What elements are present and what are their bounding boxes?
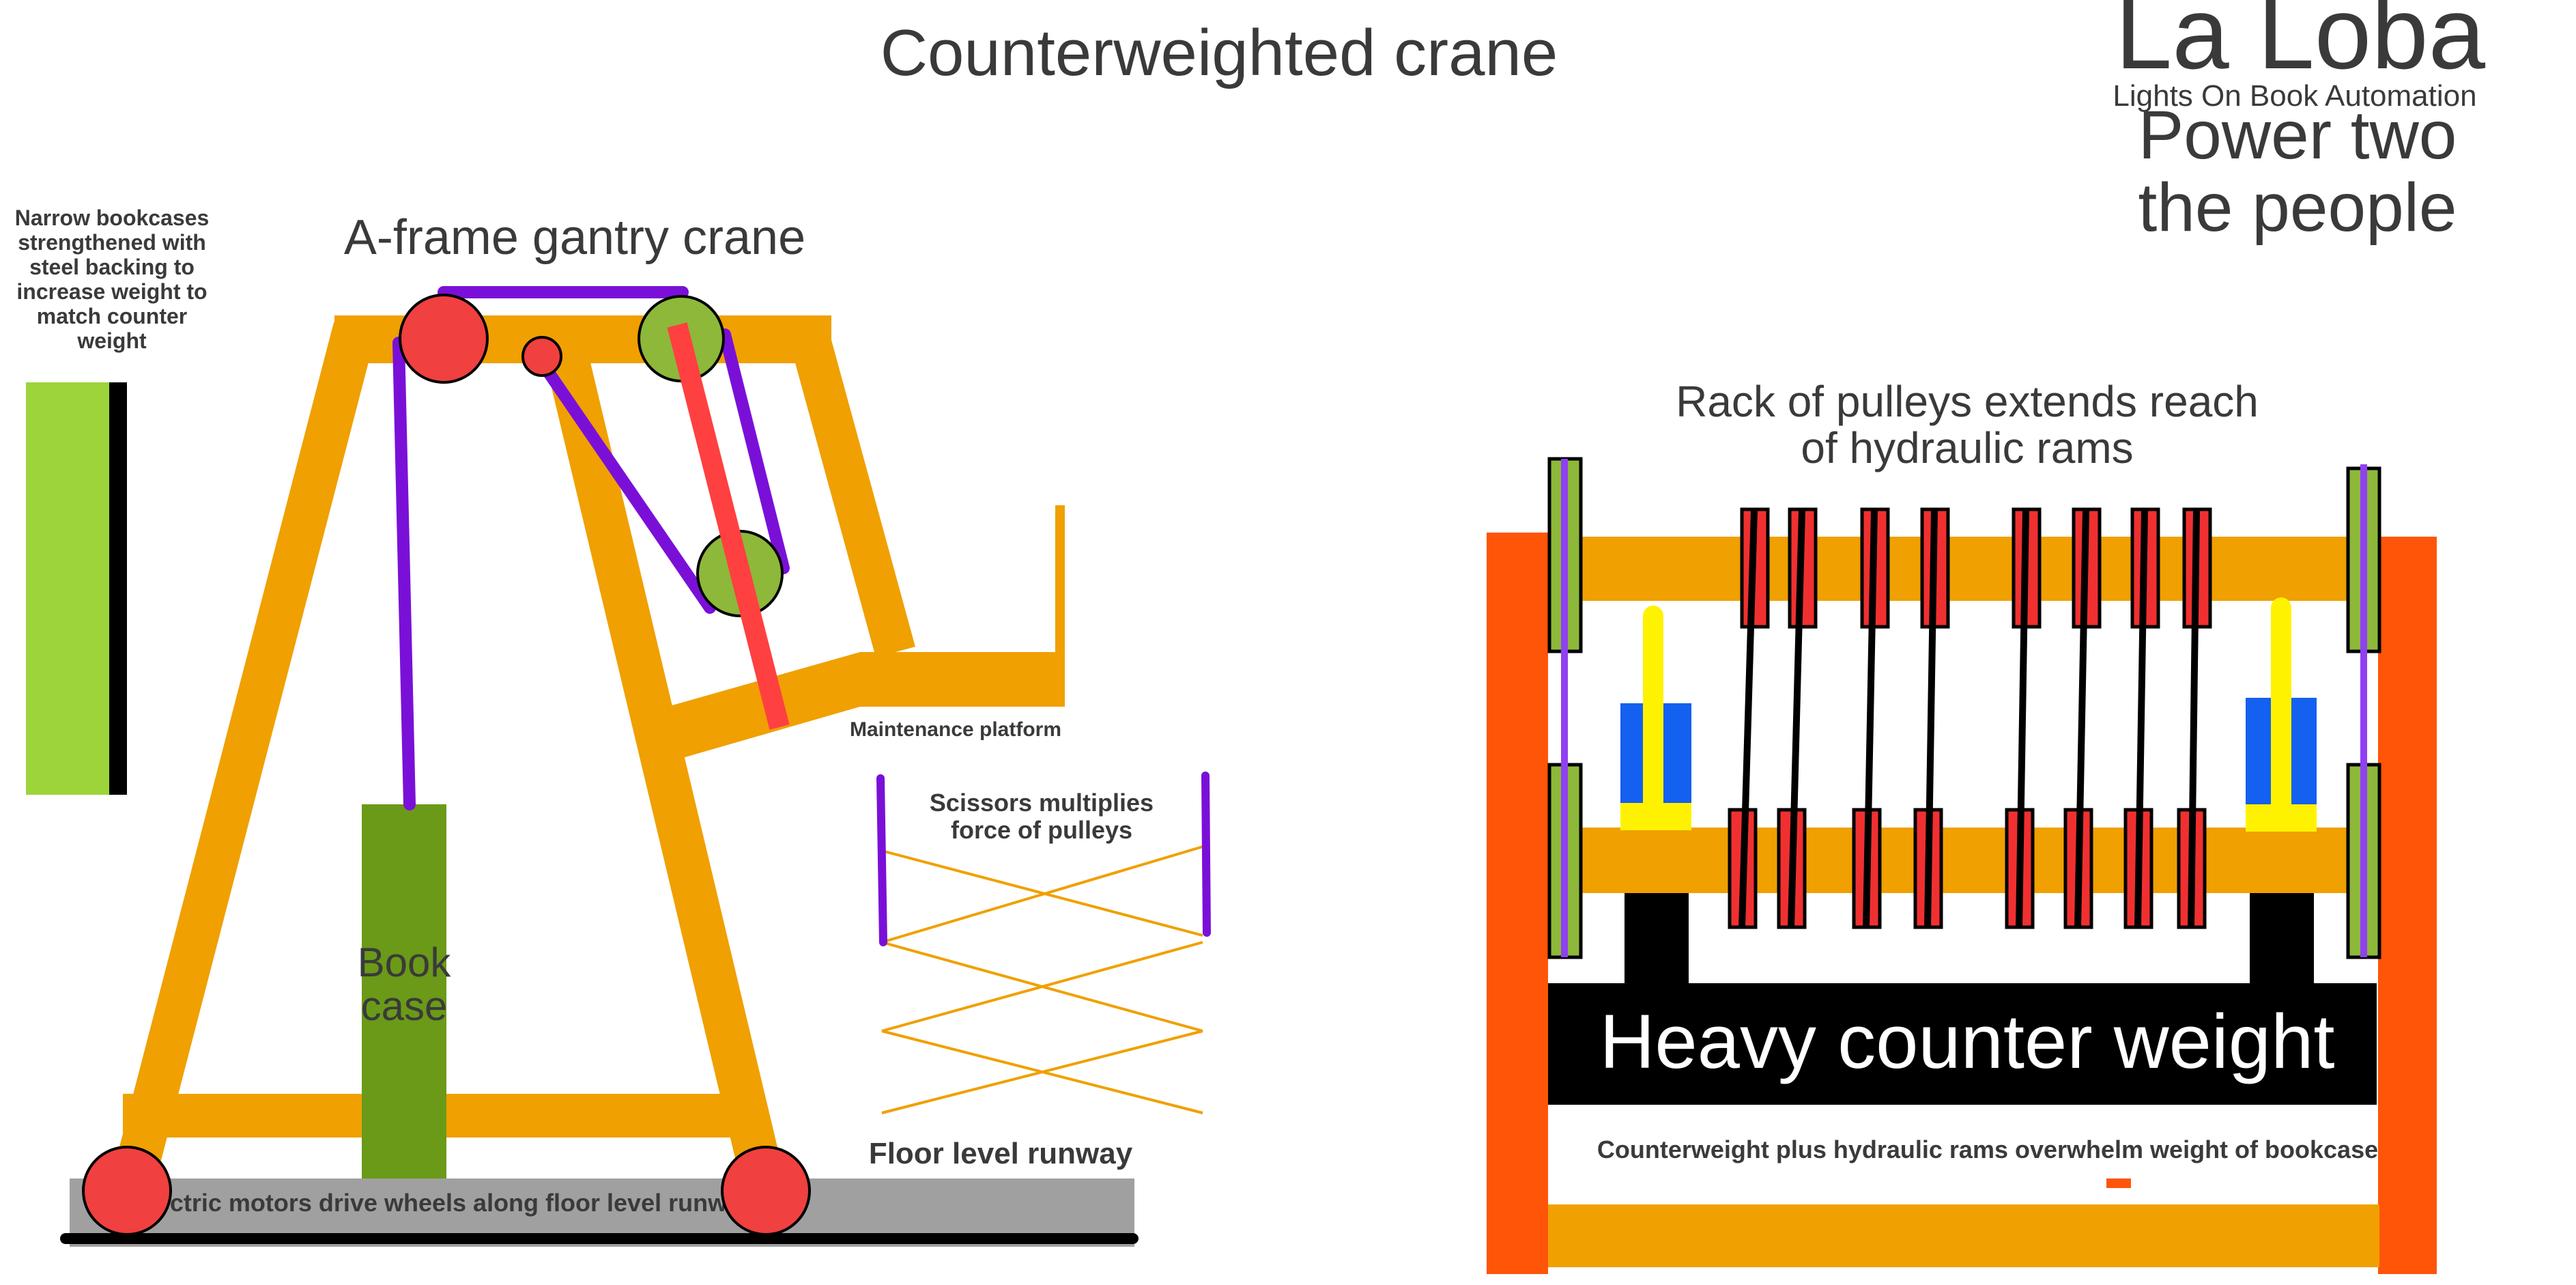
rack-pulley: [1728, 507, 1770, 929]
platform-rail: [1055, 505, 1065, 703]
rack-pulley: [2005, 507, 2042, 929]
gantry-label: A-frame gantry crane: [344, 210, 805, 265]
small-marker: [2106, 1178, 2131, 1188]
bookcase: [362, 804, 446, 1187]
note-line: weight: [76, 328, 147, 353]
left-hydraulic-ram: [1620, 606, 1691, 830]
right-side-pulleys: [2346, 464, 2381, 959]
return-cable: [719, 328, 790, 574]
scissors-left-cable: [876, 774, 887, 946]
brand-tagline: Lights On Book Automation: [2113, 79, 2476, 113]
brand-slogan-line1: Power two: [2138, 97, 2457, 173]
left-side-pulleys: [1547, 457, 1583, 959]
bookcase-label: Book: [358, 940, 452, 985]
counterweight-label: Heavy counter weight: [1599, 999, 2334, 1084]
bookcase-label: case: [361, 983, 448, 1029]
runway-label: Floor level runway: [869, 1137, 1133, 1170]
page-title: Counterweighted crane: [881, 16, 1558, 89]
cables: [392, 286, 790, 810]
lower-beam: [1548, 828, 2379, 893]
right-leg: [538, 322, 785, 1187]
rack-label: Rack of pulleys extends reach: [1676, 377, 2259, 426]
counter-weight: [1548, 983, 2377, 1105]
left-leg: [112, 322, 376, 1187]
left-post: [1487, 533, 1548, 1274]
counterweight-caption: Counterweight plus hydraulic rams overwh…: [1597, 1135, 2378, 1163]
right-post: [2378, 537, 2437, 1274]
rack-label: of hydraulic rams: [1801, 423, 2133, 472]
rack-pulley: [2177, 507, 2212, 929]
rack-pulley: [1852, 507, 1890, 929]
upper-beam: [1548, 537, 2379, 601]
rack-pulley: [1913, 507, 1950, 929]
steel-backing: [109, 382, 127, 795]
note-line: match counter: [37, 304, 187, 328]
scissors-label: Scissors multiplies: [930, 789, 1154, 817]
rack-pulley: [2063, 507, 2102, 929]
rack-pulley: [2123, 507, 2160, 929]
brand-slogan-line2: the people: [2138, 169, 2457, 246]
right-hydraulic-ram: [2246, 597, 2317, 832]
left-wheel: [82, 1146, 172, 1236]
scissors-label: force of pulleys: [951, 816, 1132, 844]
note-line: Narrow bookcases: [15, 206, 210, 230]
pivot-arm: [667, 322, 790, 730]
note-line: increase weight to: [16, 279, 207, 304]
left-support-block: [1625, 893, 1689, 989]
note-line: steel backing to: [29, 255, 195, 279]
wheels-label: Electric motors drive wheels along floor…: [133, 1189, 754, 1217]
bookcase-note: Narrow bookcases strengthened with steel…: [15, 206, 210, 353]
base-beam: [1548, 1204, 2379, 1267]
right-wheel: [721, 1146, 811, 1236]
main-pulley: [399, 294, 489, 384]
bookcase-cable: [392, 337, 416, 810]
rack-pulley: [1777, 507, 1818, 929]
narrow-bookcase-panel: [26, 382, 109, 795]
small-pulley: [521, 336, 562, 377]
platform-label: Maintenance platform: [850, 718, 1061, 741]
platform-arm: [655, 652, 1065, 758]
brand-name: La Loba: [2115, 0, 2486, 90]
note-line: strengthened with: [18, 230, 206, 255]
right-strut: [787, 322, 915, 658]
scissors-mechanism: [881, 845, 1203, 1114]
right-support-block: [2250, 893, 2314, 989]
diagonal-cable: [540, 363, 716, 614]
scissors-right-cable: [1201, 772, 1211, 937]
pulley-rack: [1728, 507, 2212, 929]
